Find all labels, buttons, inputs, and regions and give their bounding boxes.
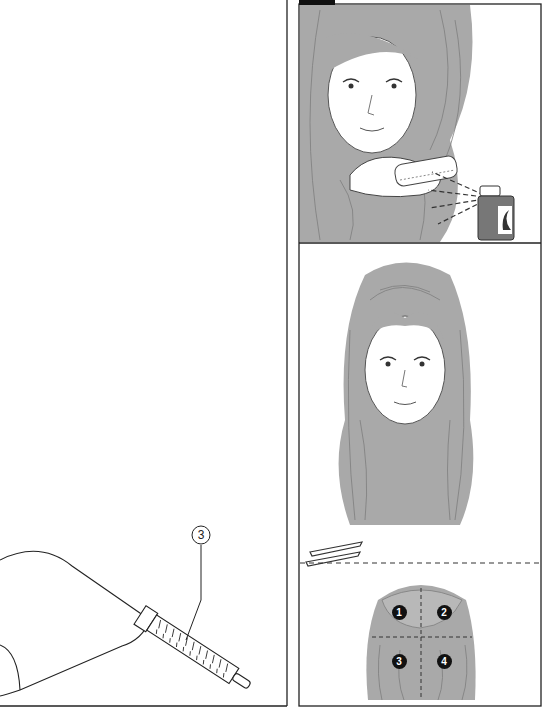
hairstyle-front bbox=[339, 263, 474, 526]
woman-brushing bbox=[300, 5, 473, 242]
spray-can bbox=[478, 186, 514, 240]
hair-clips bbox=[306, 542, 362, 566]
spray-lines bbox=[428, 172, 484, 224]
leader-line bbox=[186, 545, 201, 640]
curling-wand bbox=[0, 551, 255, 696]
section-number: 1 bbox=[392, 605, 407, 620]
panel-border bbox=[0, 705, 287, 706]
panel-border bbox=[299, 242, 541, 243]
section-number: 2 bbox=[437, 605, 452, 620]
section-number: 4 bbox=[437, 654, 452, 669]
panel-border bbox=[299, 4, 541, 706]
panel-border bbox=[286, 0, 287, 706]
hairstyle-back bbox=[366, 585, 475, 700]
step-tab bbox=[299, 0, 335, 5]
callout-number: 3 bbox=[198, 528, 205, 542]
callout-circle bbox=[192, 526, 210, 544]
divider-line bbox=[300, 562, 540, 563]
section-number: 3 bbox=[392, 654, 407, 669]
